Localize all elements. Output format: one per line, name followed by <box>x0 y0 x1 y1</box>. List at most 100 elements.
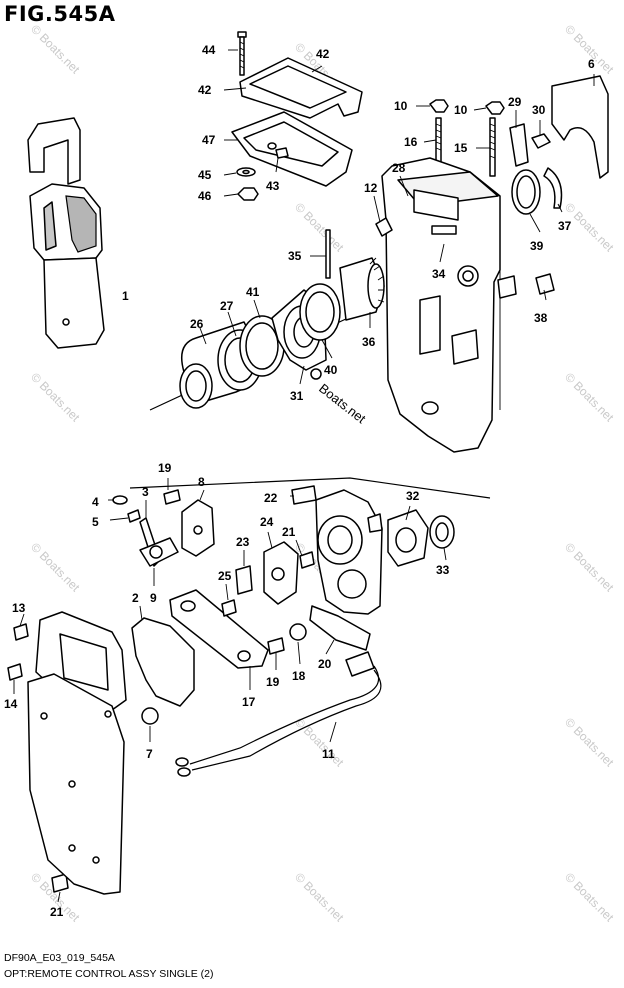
callout-label: 33 <box>436 563 450 577</box>
washer-part <box>289 623 307 641</box>
callout-label: 37 <box>558 219 572 233</box>
nut-part <box>237 187 259 201</box>
bushing-part <box>535 273 555 295</box>
callout-label: 42 <box>198 83 212 97</box>
pin-part <box>325 229 331 279</box>
cover-part <box>551 75 609 179</box>
callout-label: 21 <box>282 525 296 539</box>
bolt-part <box>7 663 23 681</box>
bracket-part <box>509 123 529 167</box>
main-housing-part <box>381 157 517 453</box>
callout-label: 17 <box>242 695 256 709</box>
callout-label: 27 <box>220 299 234 313</box>
callout-label: 34 <box>432 267 446 281</box>
callout-label: 12 <box>364 181 378 195</box>
harness-wire <box>191 669 382 771</box>
callout-label: 14 <box>4 697 18 711</box>
callout-label: 19 <box>158 461 172 475</box>
circlip-part <box>141 707 159 725</box>
callout-label: 47 <box>202 133 216 147</box>
callout-label: 8 <box>198 475 205 489</box>
callout-label: 40 <box>324 363 338 377</box>
callout-label: 18 <box>292 669 306 683</box>
connector-part <box>177 767 191 777</box>
connector-part <box>175 757 189 767</box>
bushing-part <box>375 217 393 237</box>
screw-part <box>275 147 289 159</box>
lever-part <box>180 600 196 612</box>
switch-plate-part <box>309 605 371 651</box>
control-lever-part <box>27 117 105 349</box>
callout-label: 35 <box>288 249 302 263</box>
callout-label: 36 <box>362 335 376 349</box>
gear-assembly-part <box>179 257 385 409</box>
diagram-code: DF90A_E03_019_545A <box>4 952 115 964</box>
callout-label: 2 <box>132 591 139 605</box>
callout-label: 46 <box>198 189 212 203</box>
callout-label: 10 <box>454 103 468 117</box>
lever-plate-part <box>131 617 195 707</box>
callout-label: 31 <box>290 389 304 403</box>
callout-label: 25 <box>218 569 232 583</box>
callout-label: 9 <box>150 591 157 605</box>
washer-part <box>435 522 449 542</box>
callout-label: 16 <box>404 135 418 149</box>
callout-label: 41 <box>246 285 260 299</box>
callout-label: 13 <box>12 601 26 615</box>
circlip-part <box>543 167 563 209</box>
callout-label: 30 <box>532 103 546 117</box>
stud-part <box>429 99 505 177</box>
lower-housing-part <box>291 485 383 615</box>
callout-label: 43 <box>266 179 280 193</box>
leader-lines <box>13 49 595 903</box>
callout-label: 24 <box>260 515 274 529</box>
bolt-part <box>51 873 69 893</box>
base-plate-part <box>27 611 127 895</box>
gear-part <box>395 527 417 553</box>
lever-part <box>169 589 269 669</box>
callout-label: 1 <box>122 289 129 303</box>
callout-label: 32 <box>406 489 420 503</box>
shaft-bracket-part <box>112 489 215 567</box>
callout-label: 28 <box>392 161 406 175</box>
callout-label: 39 <box>530 239 544 253</box>
diagram-description: OPT:REMOTE CONTROL ASSY SINGLE (2) <box>4 968 214 980</box>
cam-part <box>235 565 253 595</box>
callout-label: 42 <box>316 47 330 61</box>
switch-part <box>345 651 375 677</box>
screw-part <box>267 637 285 655</box>
screw-part <box>531 133 551 149</box>
callout-label: 11 <box>322 747 335 761</box>
callout-labels: 44 42 42 47 45 43 46 10 10 16 15 29 30 6… <box>4 43 595 919</box>
washer-part <box>242 169 250 175</box>
callout-label: 6 <box>588 57 595 71</box>
section-divider-line <box>129 477 491 499</box>
callout-label: 26 <box>190 317 204 331</box>
callout-label: 23 <box>236 535 250 549</box>
callout-label: 7 <box>146 747 153 761</box>
callout-label: 29 <box>508 95 522 109</box>
callout-label: 15 <box>454 141 468 155</box>
cam-plate-part <box>271 567 285 581</box>
callout-label: 3 <box>142 485 149 499</box>
watermark-inline: Boats.net <box>316 381 369 427</box>
harness-wire <box>189 665 380 765</box>
callout-label: 22 <box>264 491 278 505</box>
lever-part <box>237 650 251 662</box>
callout-label: 20 <box>318 657 332 671</box>
screw-part <box>299 551 315 569</box>
callout-label: 10 <box>394 99 408 113</box>
callout-label: 5 <box>92 515 99 529</box>
callout-label: 21 <box>50 905 64 919</box>
callout-label: 4 <box>92 495 99 509</box>
screw-part <box>221 599 237 617</box>
bolt-part <box>13 623 29 641</box>
callout-label: 44 <box>202 43 216 57</box>
seal-ring-part <box>516 175 536 209</box>
callout-label: 45 <box>198 168 212 182</box>
callout-label: 19 <box>266 675 280 689</box>
plate-part <box>231 57 363 187</box>
bolt-part <box>237 31 247 76</box>
